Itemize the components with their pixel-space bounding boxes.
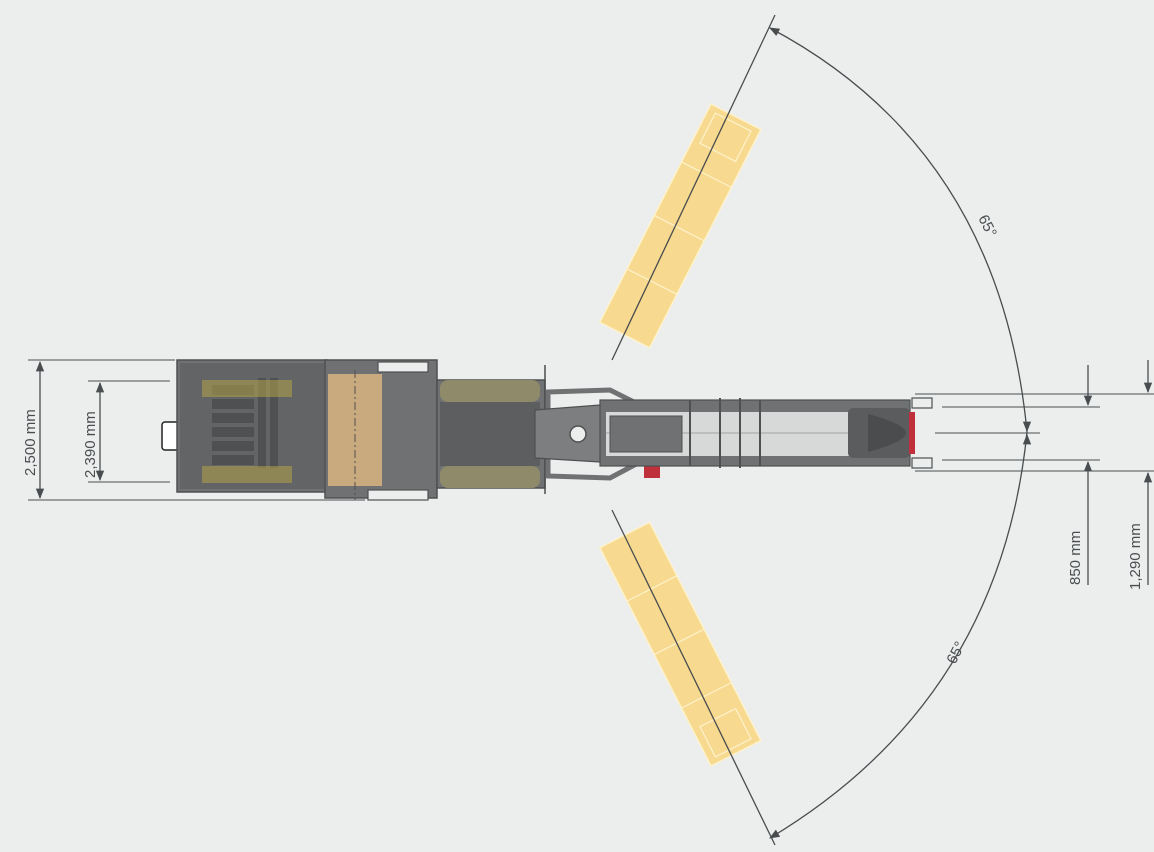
- conveyor-slewed-down: [598, 521, 762, 767]
- slew-arc-lower: [769, 431, 1028, 839]
- slew-line-lower: [611, 509, 776, 846]
- slew-arc-upper: [769, 27, 1028, 433]
- red-marker: [644, 464, 660, 478]
- conveyor-slewed-up: [598, 103, 762, 349]
- front-wheel-bottom: [440, 466, 540, 488]
- overall-width-label: 2,500 mm: [22, 409, 39, 476]
- conveyor-outer-label: 1,290 mm: [1127, 523, 1144, 590]
- dimension-conveyor: [915, 360, 1154, 585]
- machine-body: [161, 359, 660, 501]
- dimension-overall-width: [28, 359, 365, 501]
- slew-angle-lower-label: 65°: [943, 639, 968, 667]
- track-width-label: 2,390 mm: [82, 411, 99, 478]
- front-wheel-top: [440, 380, 540, 402]
- track-highlight-top: [202, 380, 292, 397]
- track-highlight-bottom: [202, 466, 292, 483]
- dimension-track-width: [88, 380, 170, 483]
- conveyor-inner-label: 850 mm: [1067, 531, 1084, 585]
- slew-angle-upper-label: 65°: [974, 212, 999, 240]
- slew-line-upper: [611, 14, 776, 361]
- conveyor-boom: [599, 397, 933, 469]
- discharge-red-edge: [909, 412, 915, 454]
